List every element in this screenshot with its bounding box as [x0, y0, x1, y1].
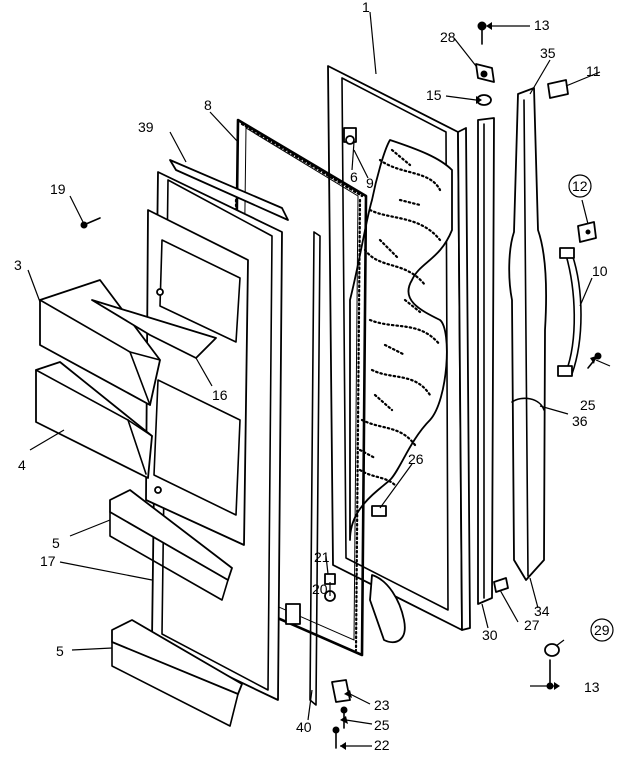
trim-strip [309, 231, 321, 706]
callout-labels: 1 28 13 35 11 15 8 39 6 9 19 12 3 10 16 … [14, 0, 614, 753]
callout-1: 1 [362, 0, 370, 15]
callout-34: 34 [534, 603, 550, 619]
callout-17: 17 [40, 553, 56, 569]
callout-39: 39 [138, 119, 154, 135]
callout-8: 8 [204, 97, 212, 113]
callout-3: 3 [14, 257, 22, 273]
callout-21: 21 [314, 549, 330, 565]
callout-29-circled: 29 [590, 618, 614, 642]
door-handle [557, 247, 582, 377]
callout-13-top: 13 [534, 17, 550, 33]
callout-35: 35 [540, 45, 556, 61]
callout-22: 22 [374, 737, 390, 753]
callout-5-upper: 5 [52, 535, 60, 551]
callout-25-bottom: 25 [374, 717, 390, 733]
callout-28: 28 [440, 29, 456, 45]
callout-13-bottom: 13 [584, 679, 600, 695]
door-shelf-lower [111, 619, 243, 727]
callout-4: 4 [18, 457, 26, 473]
callout-16: 16 [212, 387, 228, 403]
callout-6: 6 [350, 169, 358, 185]
callout-30: 30 [482, 627, 498, 643]
outer-door-panel [327, 65, 471, 631]
callout-27: 27 [524, 617, 540, 633]
callout-26: 26 [408, 451, 424, 467]
callout-15: 15 [426, 87, 442, 103]
callout-25-right: 25 [580, 397, 596, 413]
door-shelf-upper [109, 489, 233, 601]
callout-10: 10 [592, 263, 608, 279]
door-bin-middle [35, 361, 153, 479]
inner-door-liner [145, 171, 283, 701]
liner-cap [169, 159, 289, 221]
callout-36: 36 [572, 413, 588, 429]
callout-40: 40 [296, 719, 312, 735]
callout-23: 23 [374, 697, 390, 713]
door-edge-channel [477, 117, 495, 605]
callout-12-circled: 12 [568, 174, 592, 198]
svg-text:12: 12 [572, 178, 588, 194]
callout-11: 11 [586, 63, 601, 79]
handle-trim-assembly [508, 87, 548, 581]
leader-lines [27, 11, 611, 750]
callout-20: 20 [312, 581, 328, 597]
callout-9: 9 [366, 175, 374, 191]
svg-text:29: 29 [594, 622, 610, 638]
callout-5-lower: 5 [56, 643, 64, 659]
callout-19: 19 [50, 181, 66, 197]
